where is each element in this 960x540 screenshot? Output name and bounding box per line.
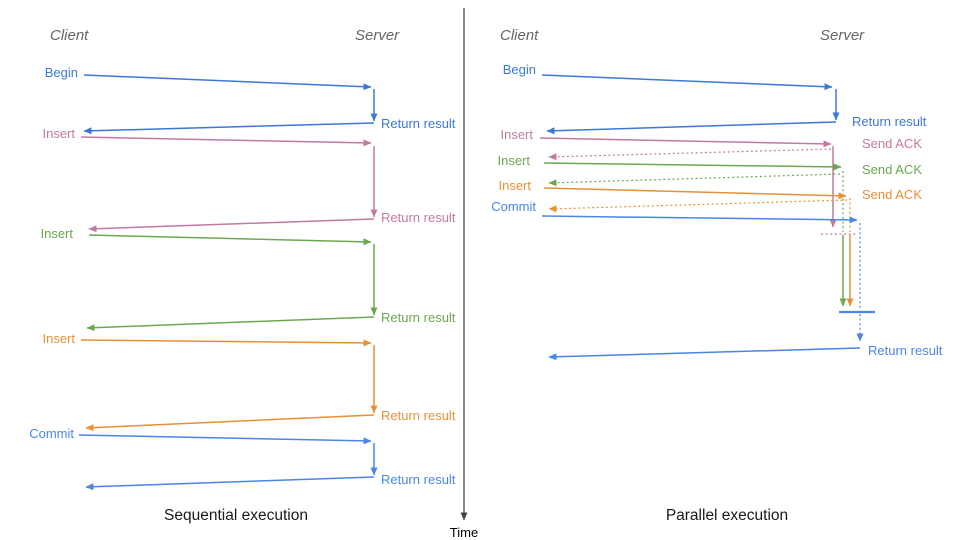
seq-commit-request-arrow [78,434,372,445]
seq-insert3-request-arrow [80,339,372,347]
sequential-title: Sequential execution [164,507,308,524]
time-axis: Time [450,8,478,540]
seq-insert2-label: Insert [40,226,73,241]
par-step-insert-3: Insert Send ACK [498,178,922,307]
seq-step-insert-1: Insert Return result [42,126,456,233]
time-axis-label: Time [450,525,478,540]
seq-insert1-return-arrow [88,218,375,233]
seq-insert3-return-arrow [85,414,375,432]
seq-step-insert-2: Insert Return result [40,226,456,332]
seq-insert3-result-label: Return result [381,408,456,423]
par-insert2-ack-arrow [548,173,841,187]
par-begin-result-label: Return result [852,114,927,129]
seq-insert2-result-label: Return result [381,310,456,325]
seq-begin-return-arrow [83,122,375,135]
par-commit-result-label: Return result [868,343,943,358]
par-begin-request-arrow [541,74,833,91]
par-commit-return-arrow [548,347,861,361]
par-step-commit: Commit Return result [491,199,943,361]
par-commit-request-arrow [541,215,858,224]
par-insert2-ack-label: Send ACK [862,162,922,177]
sequential-server-header: Server [355,27,400,44]
par-step-insert-2: Insert Send ACK [497,153,922,307]
seq-commit-label: Commit [29,426,74,441]
par-insert2-label: Insert [497,153,530,168]
seq-insert2-request-arrow [88,234,372,246]
seq-begin-label: Begin [45,65,78,80]
par-insert1-ack-arrow [548,148,832,161]
par-commit-label: Commit [491,199,536,214]
sequential-panel: Client Server Begin Return result Insert… [29,27,456,524]
seq-insert1-label: Insert [42,126,75,141]
par-insert3-request-arrow [543,187,847,200]
seq-commit-return-arrow [85,476,375,491]
par-begin-return-arrow [546,121,837,135]
seq-step-commit: Commit Return result [29,426,456,491]
seq-step-insert-3: Insert Return result [42,331,456,432]
par-step-begin: Begin Return result [503,62,927,135]
par-insert3-label: Insert [498,178,531,193]
parallel-title: Parallel execution [666,507,788,524]
par-step-insert-1: Insert Send ACK [500,127,922,235]
seq-begin-request-arrow [83,74,372,91]
par-insert3-ack-label: Send ACK [862,187,922,202]
par-insert2-request-arrow [543,162,842,171]
seq-begin-result-label: Return result [381,116,456,131]
par-insert1-ack-label: Send ACK [862,136,922,151]
parallel-server-header: Server [820,27,865,44]
seq-insert1-request-arrow [80,136,372,147]
seq-commit-result-label: Return result [381,472,456,487]
par-begin-label: Begin [503,62,536,77]
seq-step-begin: Begin Return result [45,65,456,135]
parallel-panel: Client Server Begin Return result Insert… [491,27,943,524]
sequential-client-header: Client [50,27,89,44]
par-insert3-ack-arrow [548,199,848,213]
par-insert1-label: Insert [500,127,533,142]
par-insert1-request-arrow [539,137,832,148]
parallel-client-header: Client [500,27,539,44]
seq-insert3-label: Insert [42,331,75,346]
seq-insert2-return-arrow [86,316,375,332]
seq-insert1-result-label: Return result [381,210,456,225]
